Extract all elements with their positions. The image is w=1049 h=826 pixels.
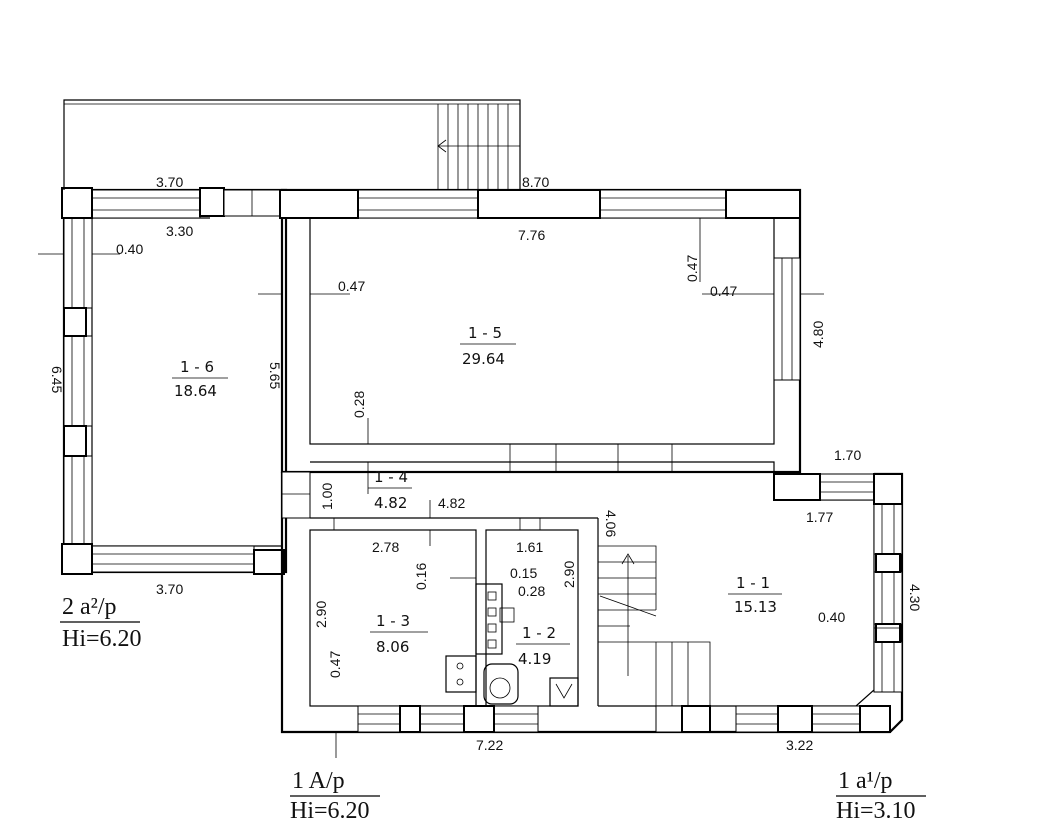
- dim-322: 3.22: [786, 737, 813, 753]
- post: [777, 705, 813, 733]
- dimension-marks: [38, 218, 902, 758]
- room-area: 4.82: [374, 494, 407, 512]
- dim-wall-047-v: 0.47: [684, 255, 700, 282]
- post: [63, 425, 87, 457]
- room-label-1-2: 1 - 2 4.19: [516, 624, 570, 668]
- room-label-1-5: 1 - 5 29.64: [460, 324, 516, 368]
- post: [279, 189, 359, 219]
- dim-430: 4.30: [907, 584, 923, 611]
- dim-top-left-width: 3.70: [156, 174, 183, 190]
- room-label-1-4: 1 - 4 4.82: [368, 468, 412, 512]
- dim-top-right-width: 8.70: [522, 174, 549, 190]
- shower: [549, 677, 579, 707]
- room-label-1-1: 1 - 1 15.13: [728, 574, 782, 616]
- room-area: 29.64: [462, 350, 505, 368]
- dim-047-low: 0.47: [327, 651, 343, 678]
- dim-406: 4.06: [603, 510, 619, 537]
- left-height: Hi=6.20: [62, 626, 142, 652]
- post: [463, 705, 495, 733]
- bottom-label: 1 A/p Hi=6.20: [290, 768, 380, 824]
- room-id: 1 - 2: [522, 624, 556, 642]
- dim-wall-047-b: 0.47: [710, 283, 737, 299]
- bottom-code: 1 A/p: [292, 768, 345, 794]
- dim-wall-040-left: 0.40: [116, 241, 143, 257]
- dim-hall-height: 4.80: [810, 321, 826, 348]
- room-area: 15.13: [734, 598, 777, 616]
- post: [477, 189, 601, 219]
- room-id: 1 - 3: [376, 612, 410, 630]
- interior-stair: [598, 545, 711, 706]
- dim-wall-028: 0.28: [351, 391, 367, 418]
- dim-370-b: 3.70: [156, 581, 183, 597]
- dim-482: 4.82: [438, 495, 465, 511]
- post: [253, 549, 285, 575]
- dim-wall-047-a: 0.47: [338, 278, 365, 294]
- dim-left-height-inner: 5.65: [267, 362, 283, 389]
- room-id: 1 - 5: [468, 324, 502, 342]
- dim-722: 7.22: [476, 737, 503, 753]
- bottom-height: Hi=6.20: [290, 798, 370, 824]
- right-height: Hi=3.10: [836, 798, 916, 824]
- dim-016: 0.16: [413, 563, 429, 590]
- dim-290-a: 2.90: [561, 561, 577, 588]
- room-label-1-3: 1 - 3 8.06: [370, 612, 428, 656]
- dim-015: 0.15: [510, 565, 537, 581]
- stove: [475, 583, 503, 655]
- room-id: 1 - 6: [180, 358, 214, 376]
- left-code: 2 a²/p: [62, 594, 117, 620]
- post: [61, 543, 93, 575]
- room-id: 1 - 4: [374, 468, 408, 486]
- dim-left-height-outer: 6.45: [49, 366, 65, 393]
- dim-177: 1.77: [806, 509, 833, 525]
- hall-walls: [223, 188, 802, 474]
- sink: [445, 655, 477, 693]
- room-area: 18.64: [174, 382, 217, 400]
- room-id: 1 - 1: [736, 574, 770, 592]
- dim-028-b: 0.28: [518, 583, 545, 599]
- room-area: 4.19: [518, 650, 551, 668]
- dim-inner-left-width: 3.30: [166, 223, 193, 239]
- dim-hall-inner-width: 7.76: [518, 227, 545, 243]
- post: [61, 187, 93, 219]
- room-label-1-6: 1 - 6 18.64: [172, 358, 228, 400]
- right-label: 1 a¹/p Hi=3.10: [836, 768, 926, 824]
- fixtures: [445, 583, 579, 707]
- right-code: 1 a¹/p: [838, 768, 893, 794]
- toilet: [483, 663, 519, 705]
- room-area: 8.06: [376, 638, 409, 656]
- top-stairs: [437, 104, 520, 190]
- post: [875, 623, 901, 643]
- left-wing-label: 2 a²/p Hi=6.20: [60, 594, 142, 652]
- post: [859, 705, 891, 733]
- dim-278: 2.78: [372, 539, 399, 555]
- dim-040-right: 0.40: [818, 609, 845, 625]
- post: [873, 473, 903, 505]
- post: [681, 705, 711, 733]
- dim-170: 1.70: [834, 447, 861, 463]
- post: [63, 307, 87, 337]
- post: [773, 473, 821, 501]
- post: [875, 553, 901, 573]
- post: [199, 187, 225, 217]
- veranda-walls: [61, 187, 288, 575]
- dim-290-b: 2.90: [313, 601, 329, 628]
- dim-161: 1.61: [516, 539, 543, 555]
- post: [399, 705, 421, 733]
- terrace: [63, 99, 521, 190]
- dim-100: 1.00: [319, 483, 335, 510]
- post: [725, 189, 801, 219]
